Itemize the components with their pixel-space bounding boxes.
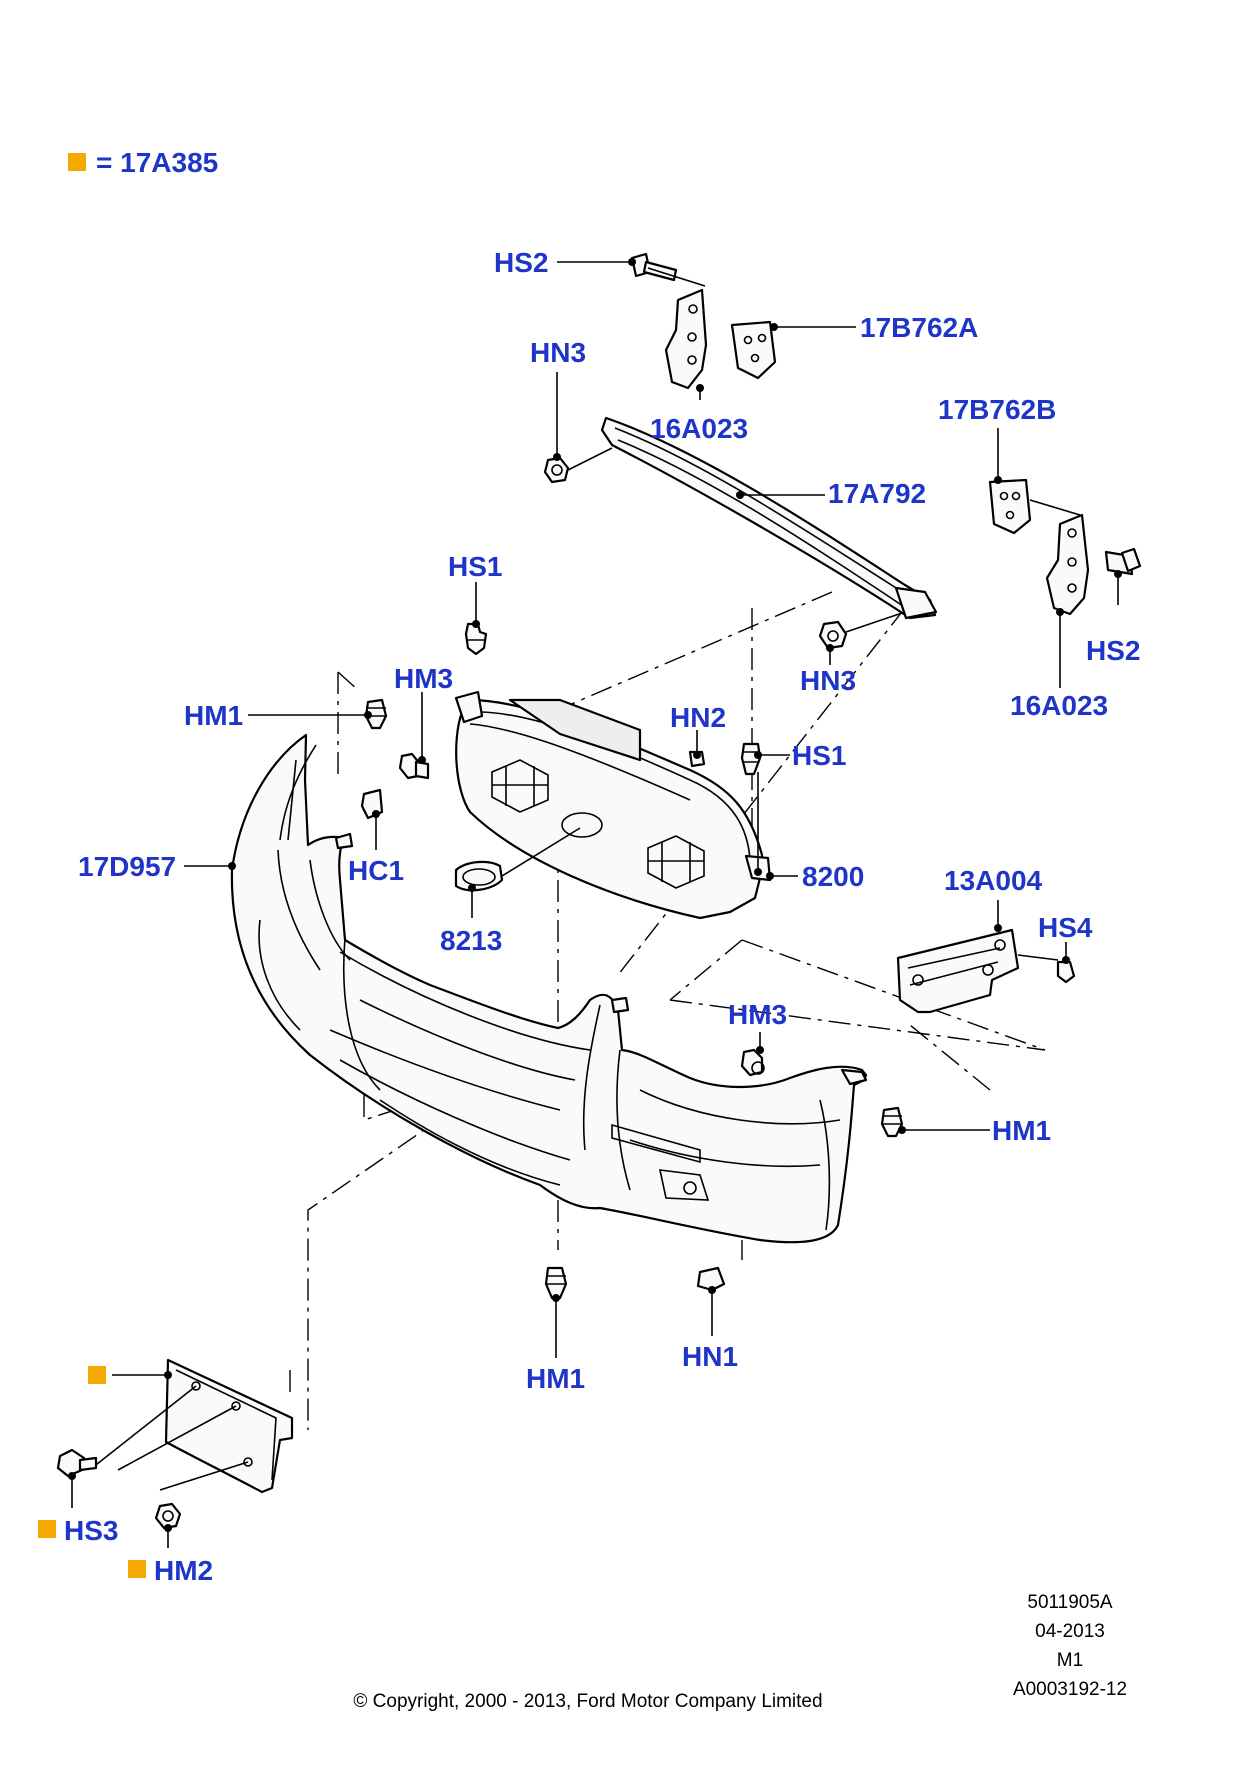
callout-17d957: 17D957 bbox=[78, 851, 176, 882]
bumper-cover bbox=[230, 733, 868, 1244]
marker-license-bracket bbox=[88, 1366, 106, 1384]
grille-mesh-left bbox=[491, 759, 549, 813]
callout-17b762b: 17B762B bbox=[938, 394, 1056, 425]
nut-hn3-mid bbox=[818, 620, 848, 650]
callout-hn3-mid: HN3 bbox=[800, 665, 856, 696]
bracket-plate-17b762b bbox=[988, 478, 1032, 535]
leader-lines bbox=[68, 258, 1122, 1548]
radiator-grille bbox=[454, 690, 772, 920]
doc-revision: M1 bbox=[1057, 1650, 1083, 1671]
reinforcement-beam bbox=[600, 416, 938, 620]
license-plate-bracket bbox=[91, 1358, 294, 1494]
doc-reference: A0003192-12 bbox=[1013, 1679, 1127, 1700]
copyright-notice: © Copyright, 2000 - 2013, Ford Motor Com… bbox=[353, 1691, 822, 1712]
clip-hm1-bottom bbox=[544, 1266, 568, 1300]
screw-hs3 bbox=[56, 1448, 98, 1478]
callout-8213: 8213 bbox=[440, 925, 502, 956]
legend-text: = 17A385 bbox=[96, 147, 218, 178]
legend: = 17A385 bbox=[68, 147, 218, 178]
callout-hs2-top: HS2 bbox=[494, 247, 548, 278]
clip-hm1-right bbox=[880, 1106, 904, 1138]
nut-hm2 bbox=[154, 1502, 182, 1530]
emblem bbox=[454, 860, 504, 892]
callout-hn1: HN1 bbox=[682, 1341, 738, 1372]
callout-hm3-top: HM3 bbox=[394, 663, 453, 694]
callout-hs4: HS4 bbox=[1038, 912, 1093, 943]
bracket-plate-17b762a bbox=[730, 320, 777, 380]
callout-16a023-right: 16A023 bbox=[1010, 690, 1108, 721]
doc-info: 5011905A 04-2013 M1 A0003192-12 bbox=[1013, 1592, 1127, 1700]
callout-hn3-top: HN3 bbox=[530, 337, 586, 368]
clip-hn1 bbox=[696, 1266, 726, 1292]
callout-17b762a: 17B762A bbox=[860, 312, 978, 343]
callout-hs1-right: HS1 bbox=[792, 740, 846, 771]
callout-hc1: HC1 bbox=[348, 855, 404, 886]
callout-hs1-top: HS1 bbox=[448, 551, 502, 582]
screw-hs4 bbox=[1056, 960, 1076, 984]
doc-date: 04-2013 bbox=[1035, 1621, 1105, 1642]
screw-hs1-top bbox=[464, 622, 488, 656]
callout-labels: HS2 17B762A HN3 16A023 17B762B 17A792 HS… bbox=[64, 247, 1140, 1586]
callout-8200: 8200 bbox=[802, 861, 864, 892]
callout-hm2: HM2 bbox=[154, 1555, 213, 1586]
mounting-bracket-right bbox=[1045, 513, 1090, 616]
clip-hm3-lower bbox=[740, 1048, 765, 1077]
bracket-13a004 bbox=[896, 928, 1020, 1014]
callout-17a792: 17A792 bbox=[828, 478, 926, 509]
grille-mesh-right bbox=[647, 835, 705, 889]
screw-hs1-right bbox=[740, 742, 762, 776]
callout-hs3: HS3 bbox=[64, 1515, 118, 1546]
marker-hs3 bbox=[38, 1520, 56, 1538]
legend-marker bbox=[68, 153, 86, 171]
callout-hm3-lower: HM3 bbox=[728, 999, 787, 1030]
callout-hn2: HN2 bbox=[670, 702, 726, 733]
bolt-hs2-top bbox=[630, 252, 678, 282]
doc-number: 5011905A bbox=[1027, 1592, 1113, 1613]
callout-16a023-left: 16A023 bbox=[650, 413, 748, 444]
bolt-hs2-right bbox=[1104, 547, 1142, 576]
clip-hm3-top bbox=[398, 752, 430, 780]
callout-hm1-right: HM1 bbox=[992, 1115, 1051, 1146]
callout-hs2-right: HS2 bbox=[1086, 635, 1140, 666]
nut-hn3-top bbox=[543, 456, 570, 484]
mounting-bracket-left bbox=[664, 288, 708, 390]
callout-hm1-left: HM1 bbox=[184, 700, 243, 731]
callout-13a004: 13A004 bbox=[944, 865, 1043, 896]
callout-hm1-bottom: HM1 bbox=[526, 1363, 585, 1394]
marker-hm2 bbox=[128, 1560, 146, 1578]
